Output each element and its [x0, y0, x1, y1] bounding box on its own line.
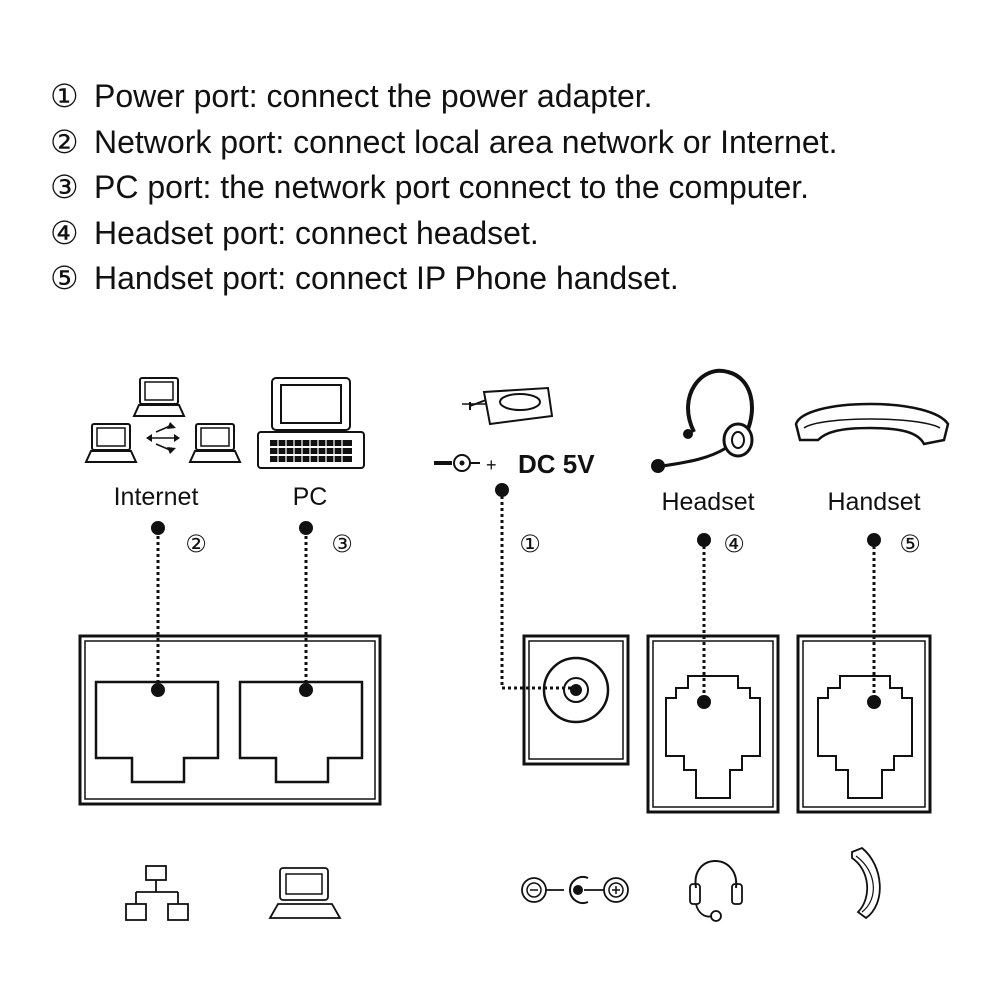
handset-port-panel	[796, 634, 932, 814]
connection-dots	[151, 483, 881, 709]
dc-plus-sign: +	[486, 455, 497, 475]
network-computers-icon	[84, 377, 242, 463]
port-number-4: ④	[723, 531, 745, 558]
desktop-computer-icon	[257, 377, 365, 469]
headset-icon	[651, 368, 754, 473]
handset-label: Handset	[827, 488, 920, 516]
internet-label: Internet	[114, 483, 199, 511]
handset-icon	[794, 402, 950, 446]
port-number-2: ②	[185, 531, 207, 558]
pc-port-icon	[268, 867, 342, 919]
handset-port-icon	[851, 846, 881, 920]
pc-label: PC	[293, 483, 328, 511]
dc-plug-symbol	[434, 454, 480, 472]
headset-label: Headset	[661, 488, 754, 516]
dc-5v-label: DC 5V	[518, 449, 595, 479]
dc-polarity-icon	[521, 876, 629, 904]
power-port-panel	[522, 634, 630, 766]
network-port-panel	[78, 634, 382, 806]
power-adapter-icon	[462, 386, 554, 426]
port-number-5: ⑤	[899, 531, 921, 558]
headset-port-panel	[646, 634, 780, 814]
port-number-1: ①	[519, 531, 541, 558]
port-number-3: ③	[331, 531, 353, 558]
headset-port-icon	[689, 860, 743, 922]
network-port-icon	[125, 865, 189, 921]
connection-lines	[156, 490, 876, 700]
